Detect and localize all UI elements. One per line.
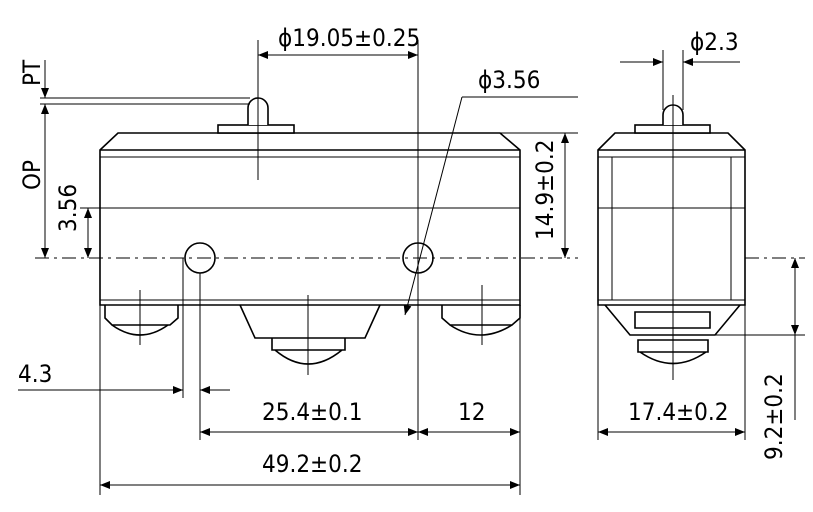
side-plunger-dia-label: ϕ2.3 bbox=[690, 28, 739, 56]
terminal-right bbox=[441, 305, 521, 326]
plunger-base bbox=[217, 124, 295, 134]
side-terminal-housing bbox=[604, 304, 741, 336]
side-view: 9.2±0.2 ϕ2.3 17.4±0.2 bbox=[597, 28, 805, 460]
terminal-left bbox=[104, 305, 179, 326]
hole-dia-label: ϕ3.56 bbox=[478, 66, 540, 94]
left-offset-label: 4.3 bbox=[18, 360, 52, 388]
side-terminals bbox=[634, 311, 711, 365]
terminal-housing-center bbox=[239, 304, 381, 339]
terminal-depth-label: 9.2±0.2 bbox=[760, 373, 788, 460]
total-length-label: 49.2±0.2 bbox=[262, 450, 362, 478]
hole-spacing-label: 25.4±0.1 bbox=[262, 398, 362, 426]
dimensions-front: ϕ19.05±0.25 ϕ3.56 14.9±0.2 3.56 OP PT 4.… bbox=[18, 24, 578, 495]
switch-body bbox=[99, 132, 521, 306]
op-offset-label: 3.56 bbox=[54, 184, 82, 232]
pt-label: PT bbox=[18, 59, 46, 86]
side-width-label: 17.4±0.2 bbox=[628, 398, 728, 426]
body-height-label: 14.9±0.2 bbox=[531, 140, 559, 240]
roller-pitch-label: ϕ19.05±0.25 bbox=[278, 24, 420, 52]
right-spacing-label: 12 bbox=[458, 398, 485, 426]
side-body bbox=[597, 132, 746, 306]
front-view bbox=[35, 90, 578, 375]
op-label: OP bbox=[18, 160, 46, 190]
